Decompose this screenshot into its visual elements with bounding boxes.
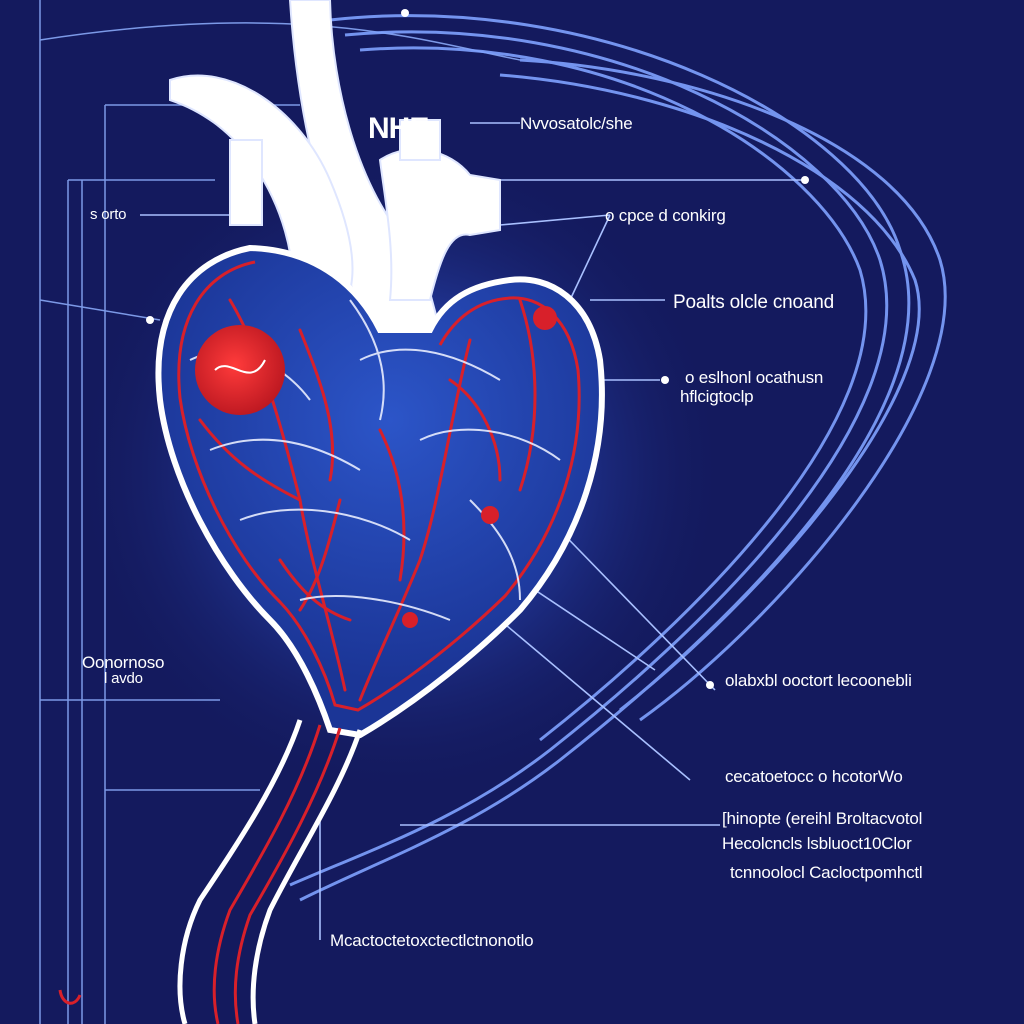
label-top-left: s orto <box>90 206 127 223</box>
vessel-stamp-label: NHE <box>368 112 429 145</box>
lower-trunk <box>177 719 363 1024</box>
label-upper-right: o cpce d conkirg <box>605 206 726 225</box>
label-block-3: tcnnoolocl Cacloctpomhctl <box>730 863 923 882</box>
lower-trunk-red <box>212 724 342 1024</box>
label-top-right: Nvvosatolc/she <box>520 114 633 133</box>
label-lower-right: olabxbl ooctort lecoonebli <box>725 671 912 690</box>
label-left-b: l avdo <box>104 670 143 687</box>
label-bottom: Mcactoctetoxctectlctnonotlo <box>330 931 534 950</box>
label-right-a: o eslhonl ocathusn <box>685 368 824 387</box>
label-right-b: hflcigtoclp <box>680 387 754 406</box>
label-left-a: Oonornoso <box>82 653 165 672</box>
label-mid-right: Poalts olcle cnoand <box>673 292 834 313</box>
label-lower-right-2: cecatoetocc o hcotorWo <box>725 767 903 786</box>
pointer-lines <box>140 122 805 940</box>
outer-vessel-curves <box>289 14 947 902</box>
corner-mark <box>58 989 82 1005</box>
label-block-2: Hecolcncls lsbluoct10Clor <box>722 834 912 853</box>
pointer-dots <box>146 9 809 689</box>
label-block-1: [hinopte (ereihl Broltacvotol <box>722 809 923 828</box>
